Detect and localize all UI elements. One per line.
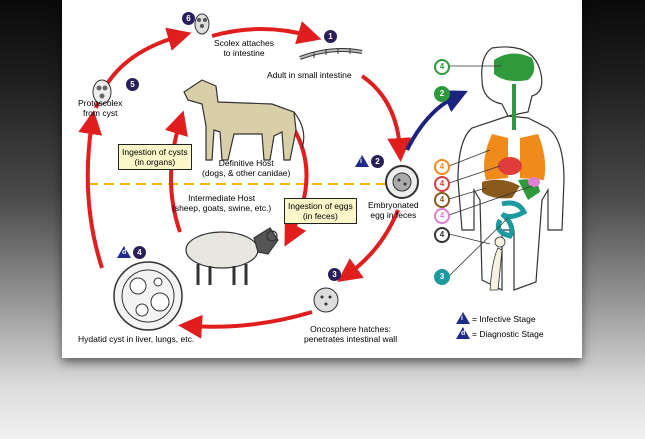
oncosphere-image xyxy=(313,287,339,313)
sheep-image xyxy=(185,227,279,285)
arrow-4-to-5 xyxy=(78,110,104,269)
organ-badge-lungs: 4 xyxy=(434,159,450,175)
stage-6-badge: 6 xyxy=(182,12,195,25)
definitive-host-label: Definitive Host (dogs, & other canidae) xyxy=(202,158,291,178)
hydatid-cyst-image xyxy=(113,261,183,331)
diagnostic-stage-icon: d xyxy=(117,246,131,258)
human-figure-image xyxy=(457,46,565,291)
organ-leader-lines xyxy=(448,65,533,277)
adult-label: Adult in small intestine xyxy=(267,70,352,80)
arrow-to-human xyxy=(405,90,468,151)
hydatid-label: Hydatid cyst in liver, lungs, etc. xyxy=(78,334,195,344)
organ-badge-liver: 4 xyxy=(434,192,450,208)
arrow-3-to-4 xyxy=(178,310,313,339)
scolex-label: Scolex attaches to intestine xyxy=(214,38,275,58)
arrow-cysts-to-dog xyxy=(164,110,188,233)
protoscolex-label: Protoscolex from cyst xyxy=(78,98,123,118)
organ-badge-intestine: 3 xyxy=(434,269,450,285)
legend-diagnostic-icon: d xyxy=(456,327,470,339)
ingestion-eggs-box: Ingestion of eggs (in feces) xyxy=(284,198,357,224)
life-cycle-diagram: Scolex attaches to intestine Adult in sm… xyxy=(62,0,582,358)
infective-stage-icon: i xyxy=(355,155,369,167)
arrow-6-to-1 xyxy=(211,21,322,45)
organ-badge-heart: 4 xyxy=(434,176,450,192)
stage-2-badge: 2 xyxy=(371,155,384,168)
organ-badge-kidney: 4 xyxy=(434,208,450,224)
adult-worm-image xyxy=(299,48,363,60)
organ-badge-brain: 4 xyxy=(434,59,450,75)
stage-3-badge: 3 xyxy=(328,268,341,281)
diagram-graphics xyxy=(78,13,565,339)
oncosphere-label: Oncosphere hatches: penetrates intestina… xyxy=(304,324,398,344)
arrow-2-to-3 xyxy=(337,209,400,282)
egg-label: Embryonated egg in feces xyxy=(368,200,419,220)
ingestion-cysts-box: Ingestion of cysts (in organs) xyxy=(118,144,192,170)
scolex-image xyxy=(194,13,210,35)
legend-diagnostic-label: = Diagnostic Stage xyxy=(472,329,544,339)
stage-4-badge: 4 xyxy=(133,246,146,259)
stage-1-badge: 1 xyxy=(324,30,337,43)
arrow-1-to-2 xyxy=(360,74,412,162)
intermediate-host-label: Intermediate Host (sheep, goats, swine, … xyxy=(172,193,272,213)
organ-badge-dispersal: 2 xyxy=(434,86,450,102)
protoscolex-image xyxy=(92,79,112,105)
stage-5-badge: 5 xyxy=(126,78,139,91)
legend-infective-label: = Infective Stage xyxy=(472,314,536,324)
dog-image xyxy=(183,79,305,161)
organ-badge-bone: 4 xyxy=(434,227,450,243)
egg-image xyxy=(385,165,419,199)
legend-infective-icon: i xyxy=(456,312,470,324)
